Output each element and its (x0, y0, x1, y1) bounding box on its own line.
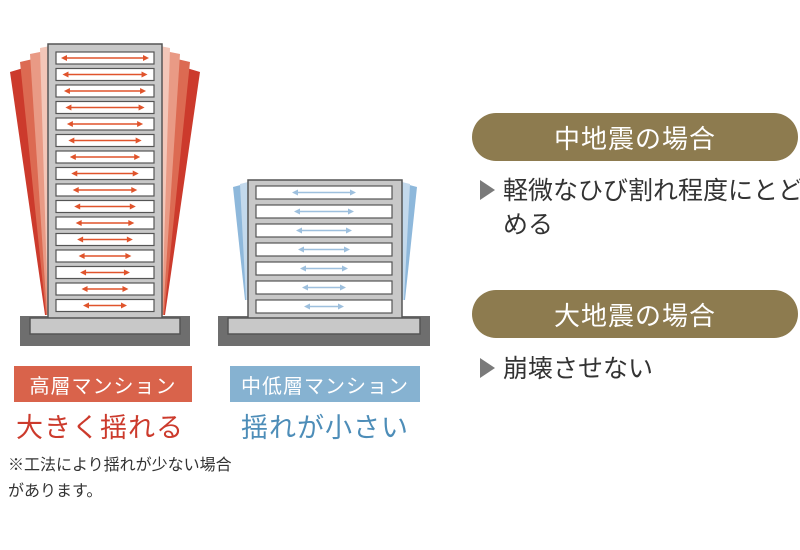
high-rise-sway-arrow (68, 137, 142, 144)
mid-low-rise-sway-arrow (302, 284, 346, 291)
high-rise-sway-arrow (66, 121, 144, 127)
mid-low-rise-sway-arrow (292, 189, 356, 196)
high-rise-sway-arrow (69, 154, 141, 160)
high-rise-label: 高層マンション (14, 366, 192, 402)
high-rise-sway-arrow (83, 302, 127, 309)
major-earthquake-title: 大地震の場合 (472, 290, 798, 338)
major-earthquake-bullet: 崩壊させない (480, 352, 800, 386)
high-rise-sway-arrow (72, 187, 138, 193)
medium-earthquake-bullet: 軽微なひび割れ程度にとどめる (480, 174, 800, 242)
medium-earthquake-text: 軽微なひび割れ程度にとどめる (503, 176, 800, 239)
high-rise-sway-arrow (62, 71, 148, 78)
high-rise-sway-arrow (75, 220, 135, 226)
high-rise-building (29, 43, 181, 335)
high-rise-sway-layers (10, 46, 200, 315)
high-rise-sway-arrow (65, 104, 145, 111)
mid-low-rise-sway-arrow (294, 208, 354, 215)
high-rise-base (29, 317, 181, 335)
triangle-bullet-icon (480, 358, 495, 378)
mid-low-rise-sway-arrow (296, 227, 352, 234)
high-rise-sway-arrow (71, 170, 139, 177)
high-rise-sway-arrow (80, 269, 130, 276)
low-rise-base (227, 317, 421, 335)
medium-earthquake-title: 中地震の場合 (472, 113, 798, 161)
high-rise-sway-arrow (63, 88, 147, 94)
mid-low-rise-sway-arrow (300, 265, 348, 272)
triangle-bullet-icon (480, 180, 495, 200)
high-rise-caption: 大きく揺れる (16, 413, 184, 444)
low-rise-sway-layer-2 (240, 182, 248, 300)
low-rise-building (227, 179, 421, 335)
high-rise-sway-arrow (81, 286, 129, 292)
mid-low-rise-sway-arrow (304, 303, 344, 310)
high-rise-sway-arrow (74, 203, 136, 210)
high-rise-sway-arrow (77, 236, 133, 243)
major-earthquake-text: 崩壊させない (503, 354, 654, 383)
low-rise-sway-layer-2 (402, 182, 410, 300)
mid-low-rise-sway-arrow (298, 246, 350, 253)
low-rise-label: 中低層マンション (230, 366, 420, 402)
low-rise-caption: 揺れが小さい (241, 413, 409, 444)
high-rise-sway-arrow (78, 253, 132, 259)
low-rise-sway-layers (233, 182, 417, 300)
construction-note: ※工法により揺れが少ない場合があります。 (8, 455, 232, 500)
high-rise-sway-arrow (61, 55, 149, 61)
